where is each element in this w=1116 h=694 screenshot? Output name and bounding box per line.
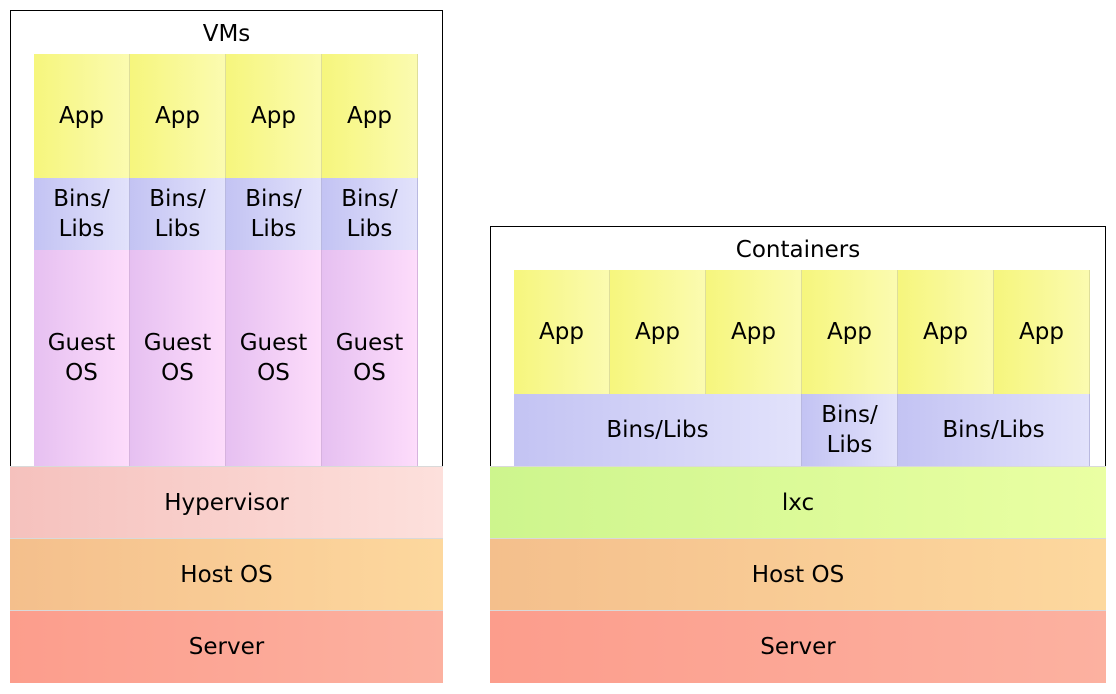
- vm-bins-libs-block: Bins/ Libs: [322, 178, 418, 250]
- vm-bins-libs-block: Bins/ Libs: [226, 178, 322, 250]
- containers-title: Containers: [735, 237, 861, 263]
- vm-app-block: App: [34, 54, 130, 178]
- vm-guest-os-block: Guest OS: [34, 250, 130, 466]
- containers-lxc-layer: lxc: [490, 466, 1106, 538]
- vm-guest-os-block: Guest OS: [130, 250, 226, 466]
- container-app-block: App: [802, 270, 898, 394]
- vm-guest-os-block: Guest OS: [226, 250, 322, 466]
- vms-host-os-layer: Host OS: [10, 538, 443, 610]
- vms-title: VMs: [202, 21, 251, 47]
- vm-bins-libs-block: Bins/ Libs: [34, 178, 130, 250]
- vm-bins-libs-block: Bins/ Libs: [130, 178, 226, 250]
- containers-server-layer: Server: [490, 610, 1106, 683]
- container-bins-libs-block: Bins/Libs: [898, 394, 1090, 466]
- container-app-block: App: [706, 270, 802, 394]
- vm-app-block: App: [322, 54, 418, 178]
- vms-server-layer: Server: [10, 610, 443, 683]
- vm-app-block: App: [226, 54, 322, 178]
- container-app-block: App: [514, 270, 610, 394]
- container-app-block: App: [898, 270, 994, 394]
- container-bins-libs-block: Bins/Libs: [514, 394, 802, 466]
- container-bins-libs-block: Bins/ Libs: [802, 394, 898, 466]
- vm-app-block: App: [130, 54, 226, 178]
- containers-host-os-layer: Host OS: [490, 538, 1106, 610]
- vms-hypervisor-layer: Hypervisor: [10, 466, 443, 538]
- vm-guest-os-block: Guest OS: [322, 250, 418, 466]
- container-app-block: App: [610, 270, 706, 394]
- container-app-block: App: [994, 270, 1090, 394]
